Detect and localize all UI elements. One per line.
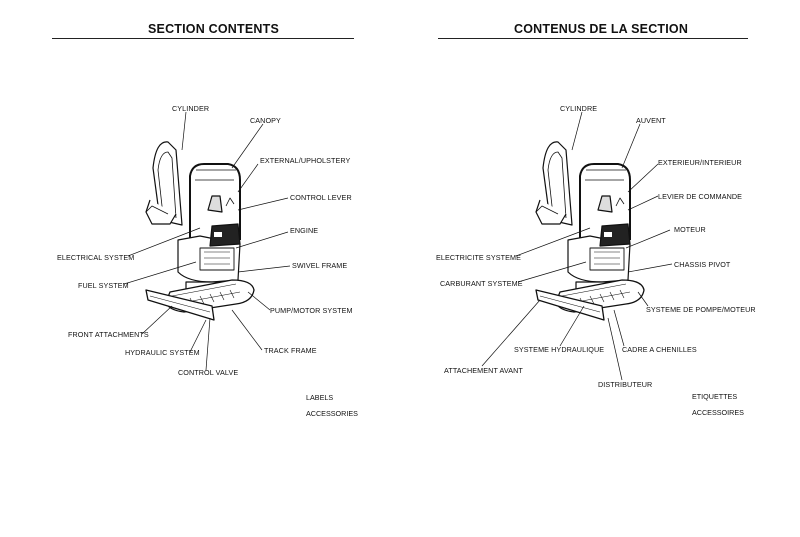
label-hydraulic-system: HYDRAULIC SYSTEM bbox=[125, 348, 200, 357]
label-swivel-frame: CHASSIS PIVOT bbox=[674, 260, 731, 269]
extra-labels: ETIQUETTES bbox=[692, 392, 738, 401]
title-rule bbox=[52, 38, 354, 39]
excavator-illustration bbox=[123, 111, 291, 371]
english-page: SECTION CONTENTS bbox=[52, 22, 358, 418]
label-track-frame: CADRE A CHENILLES bbox=[622, 345, 697, 354]
french-page: CONTENUS DE LA SECTION bbox=[400, 0, 800, 537]
extra-accessories: ACCESSOIRES bbox=[692, 408, 744, 417]
label-control-valve: DISTRIBUTEUR bbox=[598, 380, 653, 389]
extra-accessories: ACCESSORIES bbox=[306, 409, 358, 418]
section-title: CONTENUS DE LA SECTION bbox=[514, 22, 689, 36]
label-canopy: CANOPY bbox=[250, 116, 281, 125]
label-fuel-system: CARBURANT SYSTEME bbox=[440, 279, 523, 288]
label-external-upholstery: EXTERIEUR/INTERIEUR bbox=[658, 158, 742, 167]
label-electrical-system: ELECTRICITE SYSTEME bbox=[436, 253, 521, 262]
label-control-lever: CONTROL LEVER bbox=[290, 193, 352, 202]
label-front-attachments: FRONT ATTACHMENTS bbox=[68, 330, 149, 339]
label-fuel-system: FUEL SYSTEM bbox=[78, 281, 129, 290]
label-canopy: AUVENT bbox=[636, 116, 666, 125]
label-control-valve: CONTROL VALVE bbox=[178, 368, 239, 377]
label-front-attachments: ATTACHEMENT AVANT bbox=[444, 366, 523, 375]
label-electrical-system: ELECTRICAL SYSTEM bbox=[57, 253, 135, 262]
label-cylinder: CYLINDER bbox=[172, 104, 210, 113]
label-swivel-frame: SWIVEL FRAME bbox=[292, 261, 348, 270]
excavator-illustration bbox=[481, 111, 673, 381]
label-engine: MOTEUR bbox=[674, 225, 706, 234]
label-external-upholstery: EXTERNAL/UPHOLSTERY bbox=[260, 156, 351, 165]
label-pump-motor-system: SYSTEME DE POMPE/MOTEUR bbox=[646, 305, 756, 314]
title-rule bbox=[438, 38, 748, 39]
label-control-lever: LEVIER DE COMMANDE bbox=[658, 192, 743, 201]
label-cylinder: CYLINDRE bbox=[560, 104, 598, 113]
label-engine: ENGINE bbox=[290, 226, 319, 235]
section-title: SECTION CONTENTS bbox=[148, 22, 279, 36]
label-track-frame: TRACK FRAME bbox=[264, 346, 317, 355]
label-pump-motor-system: PUMP/MOTOR SYSTEM bbox=[270, 306, 353, 315]
extra-labels: LABELS bbox=[306, 393, 334, 402]
label-hydraulic-system: SYSTEME HYDRAULIQUE bbox=[514, 345, 605, 354]
